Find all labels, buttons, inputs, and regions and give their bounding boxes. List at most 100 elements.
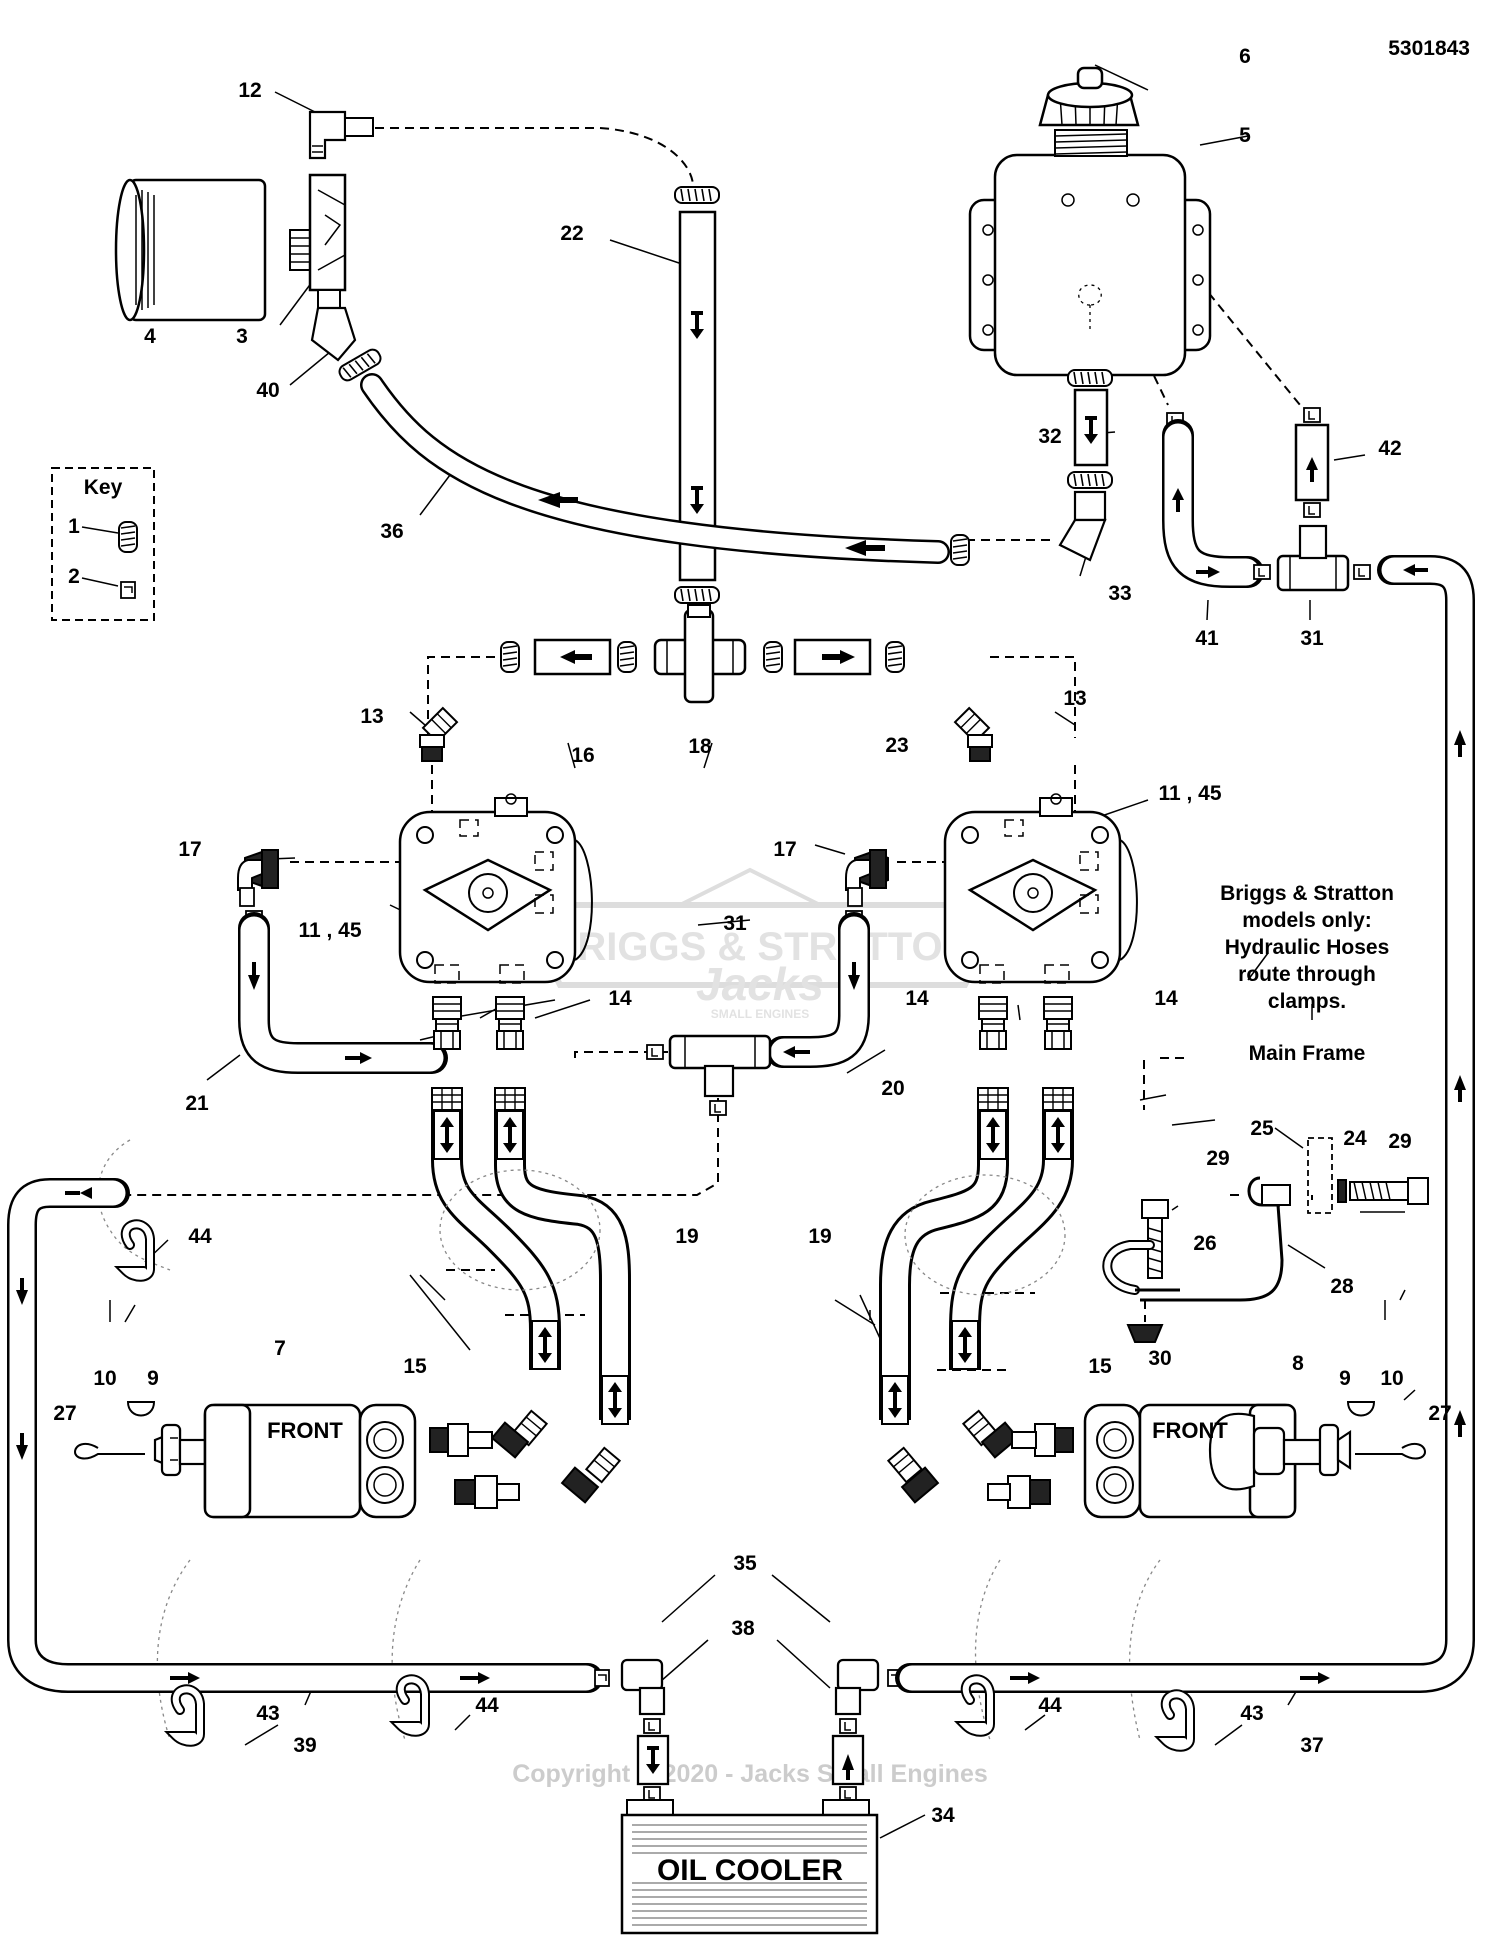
- callout-3: 3: [236, 325, 248, 348]
- hose-16: [500, 638, 637, 676]
- callout-28: 28: [1330, 1275, 1354, 1298]
- watermark: BRIGGS & STRATTON Jacks SMALL ENGINES: [536, 867, 989, 1021]
- hose-20: [766, 910, 870, 1068]
- callout-29-right: 29: [1388, 1130, 1411, 1153]
- watermark-brand: BRIGGS & STRATTON: [549, 925, 972, 969]
- spring-clip-icon: [120, 581, 136, 599]
- hydraulic-pump-right: [943, 793, 1138, 984]
- cotter-pin-left: [73, 1442, 145, 1460]
- callout-32: 32: [1038, 425, 1061, 448]
- callout-12: 12: [238, 79, 261, 102]
- callout-6: 6: [1239, 45, 1251, 68]
- hose-clip-43-left: [176, 1689, 200, 1741]
- hose-38-right: [831, 1718, 865, 1802]
- fittings-15-right: [987, 1423, 1074, 1509]
- hose-42: [1294, 407, 1330, 518]
- callout-10-right: 10: [1380, 1367, 1403, 1390]
- elbow-fitting-12: [308, 110, 374, 160]
- callout-44-mid: 44: [475, 1694, 499, 1717]
- note-line-4: route through: [1238, 963, 1376, 986]
- dust-cap-right: [1346, 1401, 1376, 1417]
- callout-41: 41: [1195, 627, 1219, 650]
- callout-44-left: 44: [188, 1225, 212, 1248]
- wheel-motor-right: FRONT: [1083, 1403, 1352, 1519]
- clamp-26: [1102, 1240, 1180, 1295]
- callout-numbers: 6 5 12 4 3 40 22 36 32 42 33 41 31 16 18…: [53, 45, 1451, 1827]
- elbow-fitting-17-right: [845, 849, 889, 907]
- callout-37: 37: [1300, 1734, 1323, 1757]
- callout-36: 36: [380, 520, 403, 543]
- oil-filter: [114, 178, 267, 322]
- front-label-left: FRONT: [267, 1418, 343, 1443]
- callout-24: 24: [1343, 1127, 1367, 1150]
- callout-43-left: 43: [256, 1702, 279, 1725]
- callout-33: 33: [1108, 582, 1131, 605]
- callout-27-right: 27: [1428, 1402, 1451, 1425]
- callout-4: 4: [144, 325, 156, 348]
- callout-11-45-left: 11 , 45: [298, 919, 361, 942]
- note-line-3: Hydraulic Hoses: [1225, 936, 1390, 959]
- oil-cooler: OIL COOLER: [620, 1799, 879, 1935]
- wheel-motor-left: FRONT: [153, 1403, 417, 1519]
- callout-38: 38: [731, 1617, 755, 1640]
- key-legend: Key 1 2: [51, 467, 155, 621]
- nut-30: [1126, 1300, 1164, 1343]
- callout-11-45-right: 11 , 45: [1158, 782, 1221, 805]
- callout-19-left: 19: [675, 1225, 698, 1248]
- hose-clip-43-right: [1166, 1694, 1190, 1746]
- callout-18: 18: [688, 735, 712, 758]
- callout-7: 7: [274, 1337, 286, 1360]
- callout-35: 35: [733, 1552, 757, 1575]
- callout-15-right: 15: [1088, 1355, 1112, 1378]
- hose-clamp-icon: [118, 521, 138, 553]
- callout-27-left: 27: [53, 1402, 76, 1425]
- key-title: Key: [84, 476, 123, 499]
- fittings-15-left: [429, 1423, 520, 1509]
- callout-31-top: 31: [1300, 627, 1324, 650]
- callout-26: 26: [1193, 1232, 1216, 1255]
- fitting-14-left-a: [432, 996, 462, 1050]
- callout-17-left: 17: [178, 838, 201, 861]
- callout-13-left: 13: [360, 705, 383, 728]
- elbow-fitting-13-left: [419, 707, 458, 762]
- main-frame-label: Main Frame: [1249, 1042, 1366, 1065]
- watermark-logo-sub: SMALL ENGINES: [711, 1007, 809, 1021]
- clamp-25: [1247, 1176, 1291, 1207]
- hose-32: [1067, 369, 1113, 489]
- callout-31-middle: 31: [723, 912, 747, 935]
- reservoir-cap: [1038, 66, 1140, 127]
- tee-fitting-31-top: [1276, 524, 1371, 592]
- callout-21: 21: [185, 1092, 209, 1115]
- callout-34: 34: [931, 1804, 955, 1827]
- oil-cooler-label: OIL COOLER: [657, 1854, 843, 1887]
- callout-9-left: 9: [147, 1367, 159, 1390]
- callout-13-right: 13: [1063, 687, 1086, 710]
- note-line-5: clamps.: [1268, 990, 1346, 1013]
- hose-41: [1162, 412, 1271, 588]
- note-line-2: models only:: [1242, 909, 1372, 932]
- bolt-29-left: [1141, 1199, 1169, 1279]
- callout-15-left: 15: [403, 1355, 427, 1378]
- elbow-fitting-40: [310, 306, 385, 384]
- callout-10-left: 10: [93, 1367, 116, 1390]
- hose-21: [238, 910, 448, 1074]
- elbow-fitting-33: [1058, 490, 1107, 562]
- filter-adapter: [289, 173, 347, 309]
- fitting-14-left-b: [495, 996, 525, 1050]
- callout-30: 30: [1148, 1347, 1171, 1370]
- hydraulic-pump-left: [398, 793, 593, 984]
- callout-43-right: 43: [1240, 1702, 1263, 1725]
- callout-42: 42: [1378, 437, 1401, 460]
- hydraulic-hoses-left: [431, 1087, 631, 1504]
- callout-22: 22: [560, 222, 583, 245]
- callout-14-right-a: 14: [905, 987, 929, 1010]
- elbow-fitting-13-right: [954, 707, 993, 762]
- diagram-id: 5301843: [1388, 37, 1470, 60]
- hose-36: [360, 373, 970, 566]
- callout-44-right: 44: [1038, 1694, 1062, 1717]
- tee-fitting-31-middle: [646, 1034, 772, 1116]
- callout-19-right: 19: [808, 1225, 831, 1248]
- callout-8: 8: [1292, 1352, 1304, 1375]
- leader-lines: [109, 64, 1416, 1839]
- watermark-logo: Jacks: [696, 958, 824, 1010]
